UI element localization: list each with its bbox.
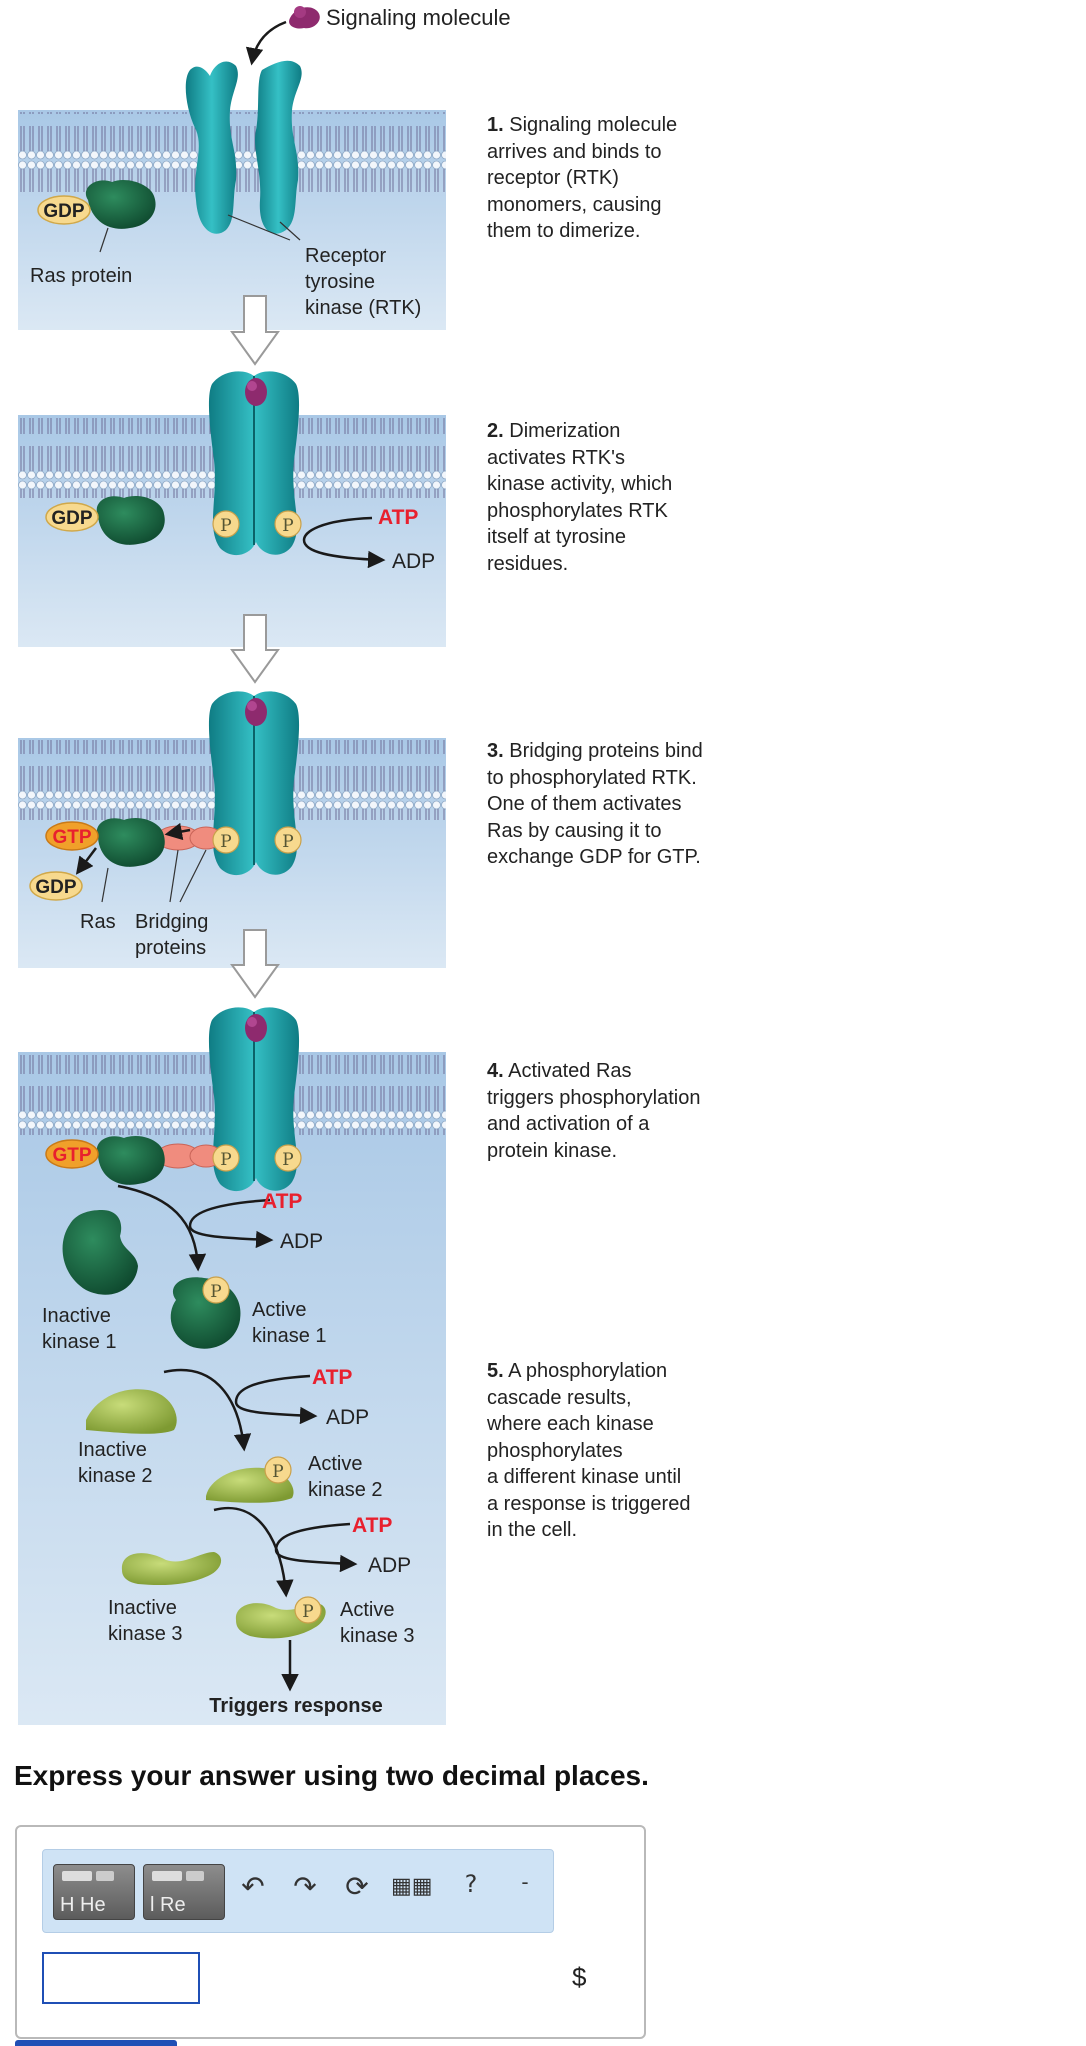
signaling-molecule: Signaling molecule bbox=[245, 5, 511, 66]
svg-text:GDP: GDP bbox=[43, 201, 85, 222]
svg-text:ADP: ADP bbox=[326, 1406, 369, 1429]
svg-text:P: P bbox=[272, 1462, 283, 1482]
step-3-text: 3. Bridging proteins bind to phosphoryla… bbox=[487, 740, 703, 868]
svg-text:ADP: ADP bbox=[280, 1230, 323, 1253]
panel-step-2: GDP P P ATP ADP bbox=[18, 371, 446, 647]
svg-text:P: P bbox=[210, 1282, 221, 1302]
svg-text:P: P bbox=[282, 516, 293, 536]
active-kinase-2-label: Active kinase 2 bbox=[308, 1453, 383, 1501]
svg-text:ATP: ATP bbox=[262, 1190, 302, 1213]
svg-text:ATP: ATP bbox=[312, 1366, 352, 1389]
panel-step-3: P P GTP GDP Ras Bridging proteins bbox=[18, 691, 446, 968]
submit-button[interactable] bbox=[15, 2040, 177, 2046]
rtk-label: Receptor tyrosine kinase (RTK) bbox=[305, 245, 421, 319]
svg-text:P: P bbox=[282, 832, 293, 852]
svg-text:ATP: ATP bbox=[378, 506, 418, 529]
step-arrow bbox=[230, 929, 280, 999]
instruction-text: Express your answer using two decimal pl… bbox=[14, 1760, 649, 1791]
keyboard-icon[interactable]: ▦▦ bbox=[391, 1874, 433, 1899]
inactive-kinase-1-label: Inactive kinase 1 bbox=[42, 1305, 117, 1353]
ras-label: Ras bbox=[80, 911, 116, 933]
svg-text:P: P bbox=[282, 1150, 293, 1170]
step-arrow bbox=[230, 614, 280, 684]
help-icon[interactable]: ? bbox=[464, 1870, 478, 1898]
svg-text:ADP: ADP bbox=[392, 550, 435, 573]
redo-icon[interactable]: ↷ bbox=[293, 1870, 317, 1903]
active-kinase-1-label: Active kinase 1 bbox=[252, 1299, 327, 1347]
svg-text:GTP: GTP bbox=[52, 1145, 91, 1166]
inactive-kinase-3-label: Inactive kinase 3 bbox=[108, 1597, 183, 1645]
svg-text:GDP: GDP bbox=[35, 877, 77, 898]
step-5-text: 5. A phosphorylation cascade results, wh… bbox=[487, 1360, 691, 1541]
ras-protein-label: Ras protein bbox=[30, 265, 132, 287]
templates-button[interactable]: H He bbox=[53, 1864, 135, 1920]
step-4-text: 4. Activated Ras triggers phosphorylatio… bbox=[487, 1060, 701, 1162]
step-arrow bbox=[230, 295, 280, 366]
math-toolbar: H He l Re ↶ ↷ ⟳ ▦▦ ? - bbox=[42, 1849, 554, 1933]
more-icon[interactable]: - bbox=[521, 1870, 529, 1894]
undo-icon[interactable]: ↶ bbox=[241, 1870, 265, 1903]
svg-text:P: P bbox=[220, 1150, 231, 1170]
svg-text:P: P bbox=[220, 832, 231, 852]
svg-text:GDP: GDP bbox=[51, 508, 93, 529]
rtk-signaling-diagram: Signaling molecule GDP Ras protein Recep… bbox=[18, 5, 511, 1725]
panel-step-1: GDP Ras protein Receptor tyrosine kinase… bbox=[18, 60, 446, 330]
step-1-text: 1. Signaling molecule arrives and binds … bbox=[487, 114, 678, 242]
active-kinase-3-label: Active kinase 3 bbox=[340, 1599, 415, 1647]
unit-label: $ bbox=[572, 1962, 587, 1992]
reset-icon[interactable]: ⟳ bbox=[345, 1870, 369, 1903]
bridging-proteins-label: Bridging proteins bbox=[135, 911, 214, 959]
triggers-response-label: Triggers response bbox=[209, 1695, 382, 1717]
signaling-molecule-label: Signaling molecule bbox=[326, 5, 511, 30]
svg-text:GTP: GTP bbox=[52, 827, 91, 848]
inactive-kinase-2-label: Inactive kinase 2 bbox=[78, 1439, 153, 1487]
answer-box: H He l Re ↶ ↷ ⟳ ▦▦ ? - $ bbox=[15, 1825, 646, 2039]
symbols-button[interactable]: l Re bbox=[143, 1864, 225, 1920]
svg-text:P: P bbox=[220, 516, 231, 536]
answer-input[interactable] bbox=[42, 1952, 200, 2004]
svg-text:ADP: ADP bbox=[368, 1554, 411, 1577]
panel-step-4-5: P P GTP Inactive kinase 1 ATP ADP P Acti… bbox=[18, 1007, 446, 1725]
step-2-text: 2. Dimerization activates RTK's kinase a… bbox=[487, 420, 673, 575]
svg-text:ATP: ATP bbox=[352, 1514, 392, 1537]
svg-text:P: P bbox=[302, 1602, 313, 1622]
